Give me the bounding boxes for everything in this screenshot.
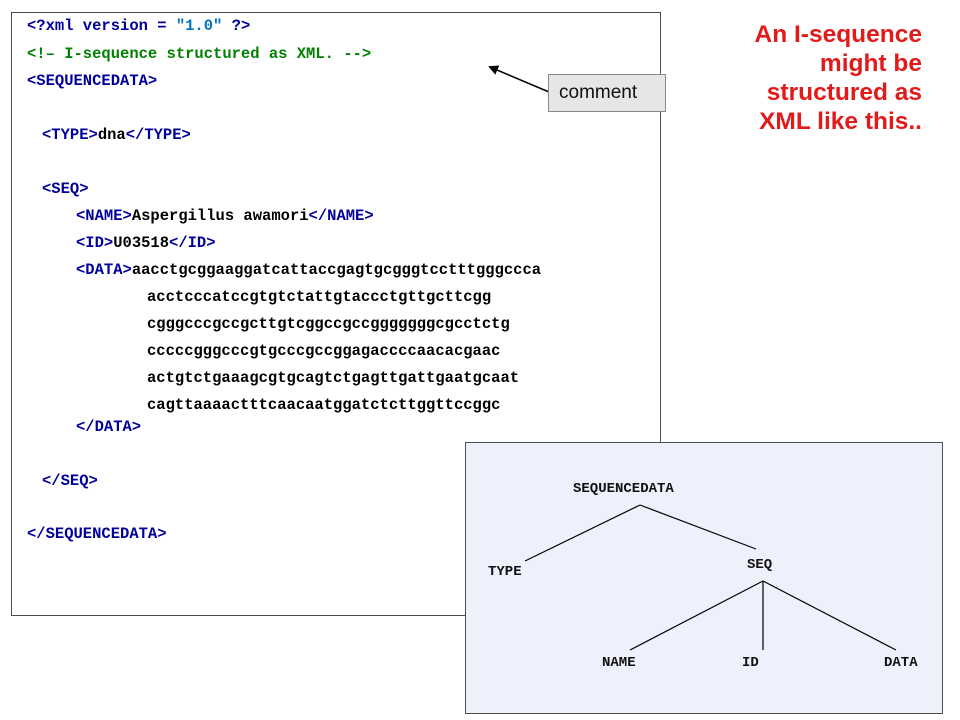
heading-line: structured as: [766, 79, 922, 106]
data-sequence-line: aacctgcggaaggatcattaccgagtgcgggtcctttggg…: [131, 261, 542, 279]
data-sequence-line: cgggcccgccgcttgtcggccgccgggggggcgcctctg: [147, 315, 510, 333]
data-sequence-line: acctcccatccgtgtctattgtaccctgttgcttcgg: [147, 288, 492, 306]
xml-declaration-open: <?xml version =: [27, 17, 176, 35]
id-element-line: <ID>U03518</ID>: [76, 234, 216, 252]
seq-open-tag: <SEQ>: [42, 180, 89, 198]
sequencedata-close-tag: </SEQUENCEDATA>: [27, 525, 167, 543]
data-close-tag: </DATA>: [76, 418, 142, 436]
type-value: dna: [97, 126, 126, 144]
data-sequence-line: cagttaaaactttcaacaatggatctcttggttccggc: [147, 396, 501, 414]
comment-callout: comment: [548, 74, 666, 112]
edge-seq-name: [629, 580, 764, 651]
data-sequence-line: actgtctgaaagcgtgcagtctgagttgattgaatgcaat: [147, 369, 520, 387]
sequencedata-open-tag: <SEQUENCEDATA>: [27, 72, 158, 90]
edge-seq-data: [762, 580, 897, 651]
id-value: U03518: [113, 234, 170, 252]
name-element-line: <NAME>Aspergillus awamori</NAME>: [76, 207, 374, 225]
xml-comment-line: <!– I-sequence structured as XML. -->: [27, 45, 372, 63]
tree-node-id: ID: [742, 655, 759, 671]
name-close-tag: </NAME>: [308, 207, 374, 225]
name-open-tag: <NAME>: [76, 207, 132, 225]
xml-code-panel: <?xml version = "1.0" ?> <!– I-sequence …: [11, 12, 661, 616]
xml-declaration-line: <?xml version = "1.0" ?>: [27, 17, 250, 35]
data-open-tag: <DATA>: [76, 261, 132, 279]
xml-tree-diagram: SEQUENCEDATA TYPE SEQ NAME ID DATA: [465, 442, 943, 714]
seq-close-tag: </SEQ>: [42, 472, 98, 490]
type-close-tag: </TYPE>: [125, 126, 191, 144]
xml-declaration-close: ?>: [222, 17, 251, 35]
tree-node-seq: SEQ: [747, 557, 773, 573]
edge-root-seq: [639, 504, 757, 550]
type-open-tag: <TYPE>: [42, 126, 98, 144]
id-open-tag: <ID>: [76, 234, 114, 252]
heading-line: XML like this..: [759, 108, 922, 135]
tree-node-sequencedata: SEQUENCEDATA: [573, 481, 674, 497]
tree-edges: [524, 504, 897, 651]
edge-root-type: [524, 504, 641, 562]
heading-line: An I-sequence: [754, 21, 922, 48]
name-value: Aspergillus awamori: [131, 207, 309, 225]
id-close-tag: </ID>: [169, 234, 216, 252]
tree-node-name: NAME: [602, 655, 636, 671]
xml-version-value: "1.0": [175, 17, 223, 35]
tree-node-data: DATA: [884, 655, 918, 671]
type-element-line: <TYPE>dna</TYPE>: [42, 126, 191, 144]
data-sequence-line: cccccgggcccgtgcccgccggagaccccaacacgaac: [147, 342, 501, 360]
heading-line: might be: [819, 50, 922, 77]
data-element-line: <DATA>aacctgcggaaggatcattaccgagtgcgggtcc…: [76, 261, 541, 279]
slide-heading: An I-sequence might be structured as XML…: [622, 20, 922, 136]
tree-node-type: TYPE: [488, 564, 522, 580]
